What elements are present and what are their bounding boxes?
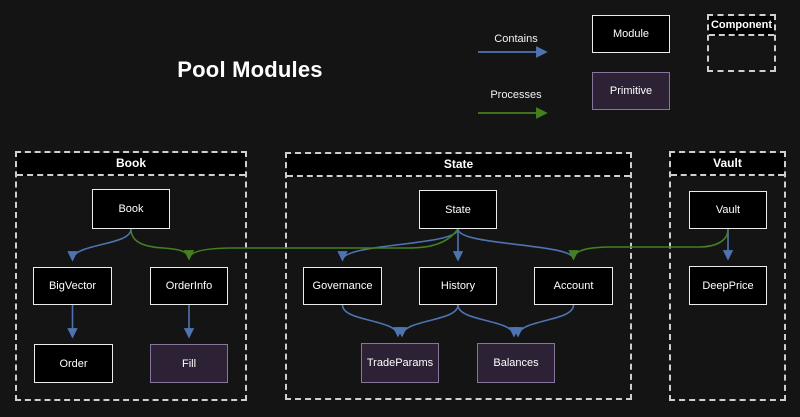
node-bigvector-label: BigVector — [48, 280, 97, 292]
node-deepprice-label: DeepPrice — [702, 279, 754, 292]
legend-processes-label: Processes — [490, 89, 542, 101]
container-vault: Vault — [669, 151, 786, 401]
node-fill-label: Fill — [181, 357, 197, 370]
container-state-title: State — [287, 154, 630, 177]
node-vault-label: Vault — [715, 204, 741, 216]
container-book: Book — [15, 151, 247, 401]
container-book-title: Book — [17, 153, 245, 176]
node-balances-label: Balances — [493, 357, 539, 369]
node-state: State — [419, 190, 497, 229]
page-title: Pool Modules — [177, 57, 323, 82]
node-fill: Fill — [150, 344, 228, 383]
node-orderinfo-label: OrderInfo — [165, 280, 213, 292]
node-order-label: Order — [59, 357, 88, 370]
node-account: Account — [534, 267, 613, 305]
node-history-label: History — [440, 280, 476, 292]
container-state: State — [285, 152, 632, 400]
node-book: Book — [92, 189, 170, 229]
node-order: Order — [34, 344, 113, 383]
node-governance-label: Governance — [312, 280, 373, 292]
node-book-label: Book — [118, 203, 144, 215]
legend-module-label: Module — [612, 28, 650, 40]
legend-component-label: Component — [709, 16, 774, 36]
legend-contains-label: Contains — [494, 33, 538, 45]
node-bigvector: BigVector — [33, 267, 112, 305]
node-vault: Vault — [689, 191, 767, 229]
node-governance: Governance — [303, 267, 382, 305]
node-tradeparams: TradeParams — [361, 343, 439, 383]
node-orderinfo: OrderInfo — [150, 267, 228, 305]
legend-primitive-label: Primitive — [609, 85, 653, 97]
legend-primitive-box: Primitive — [592, 72, 670, 110]
node-tradeparams-label: TradeParams — [366, 357, 434, 369]
legend-module-box: Module — [592, 15, 670, 53]
legend-component-box: Component — [707, 14, 776, 72]
node-history: History — [419, 267, 497, 305]
node-state-label: State — [445, 203, 471, 216]
node-balances: Balances — [477, 343, 555, 383]
node-account-label: Account — [553, 280, 594, 292]
container-vault-title: Vault — [671, 153, 784, 176]
node-deepprice: DeepPrice — [689, 266, 767, 305]
